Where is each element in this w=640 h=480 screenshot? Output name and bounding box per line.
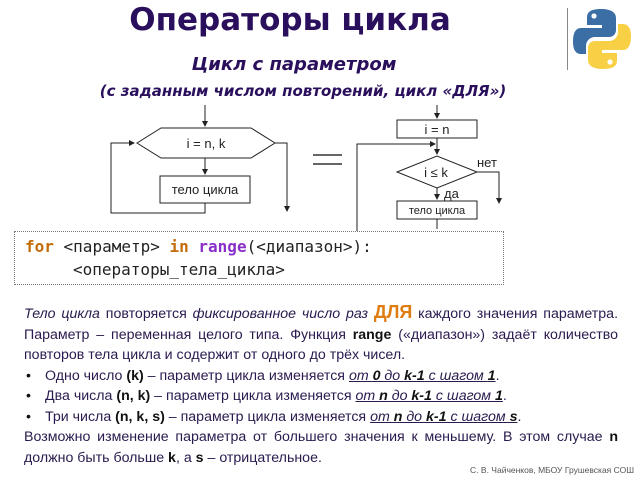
subtitle-description: (с заданным числом повторений, цикл «ДЛЯ… [99, 82, 507, 100]
text-span: от [370, 408, 394, 425]
value: 1 [494, 388, 503, 404]
equals-icon [313, 154, 342, 165]
text-span: до [402, 408, 427, 425]
yes-label: да [444, 186, 460, 201]
range-description: от n до k-1 с шагом s [370, 409, 517, 425]
value: 1 [487, 367, 496, 384]
range-description: от 0 до k-1 с шагом 1 [349, 368, 496, 384]
text-span: – параметр цикла изменяется [164, 408, 371, 425]
code-line-1: for <параметр> in range(<диапазон>): [25, 235, 503, 258]
text-span: – отрицательное. [203, 449, 322, 466]
keyword-for: for [25, 237, 54, 256]
left-body-label: тело цикла [172, 182, 239, 197]
text-span: . [517, 408, 522, 425]
code-range-args: (<диапазон>): [246, 237, 372, 256]
list-item: Два числа (n, k) – параметр цикла изменя… [24, 386, 618, 407]
description-paragraph-2: Возможно изменение параметра от большего… [24, 427, 618, 468]
args: (n, k) [116, 388, 151, 404]
text-span: повторяется [99, 306, 193, 322]
var-s: s [195, 449, 204, 466]
text-span: до [387, 388, 412, 404]
condition-label: i ≤ k [424, 165, 448, 180]
code-param: <параметр> [53, 237, 170, 256]
args: (k) [126, 367, 144, 384]
text-span: («диапазон») задаёт количество повторов … [24, 326, 618, 364]
divider [567, 8, 568, 70]
list-item: Одно число (k) – параметр цикла изменяет… [24, 366, 618, 387]
value: k-1 [426, 408, 447, 425]
right-body-label: тело цикла [409, 205, 466, 217]
text-span: от [348, 367, 373, 384]
subtitle: Цикл с параметром [191, 54, 397, 75]
text-span: Возможно изменение параметра от большего… [24, 429, 610, 445]
init-label: i = n [425, 122, 450, 137]
text-span: с шагом [431, 388, 495, 404]
value: k-1 [411, 388, 432, 404]
value: k-1 [404, 367, 425, 384]
text-span: . [502, 388, 507, 404]
right-flowchart [356, 105, 502, 232]
page-title: Операторы цикла [129, 2, 451, 38]
range-variants-list: Одно число (k) – параметр цикла изменяет… [24, 366, 618, 428]
var-k: k [168, 449, 176, 466]
code-space [189, 237, 199, 256]
var-n: n [609, 429, 618, 445]
italic-term-fixed-count: фиксированное число раз [192, 306, 369, 322]
text-span: Одно число [45, 367, 127, 384]
list-item: Три числа (n, k, s) – параметр цикла изм… [24, 407, 618, 428]
range-description: от n до k-1 с шагом 1 [355, 388, 502, 404]
text-span: Три числа [45, 408, 116, 425]
value: n [393, 408, 403, 425]
text-span: должно быть больше [24, 449, 169, 466]
dlya-highlight: ДЛЯ [373, 302, 413, 322]
code-block: for <параметр> in range(<диапазон>): <оп… [14, 231, 504, 285]
italic-term-loop-body: Тело цикла [24, 306, 100, 322]
keyword-range: range [198, 237, 247, 256]
text-span: , а [175, 449, 196, 466]
text-span: – параметр цикла изменяется [150, 388, 356, 404]
description-text: Тело цикла повторяется фиксированное чис… [24, 302, 618, 468]
author-footer: С. В. Чайченков, МБОУ Грушевская СОШ [470, 465, 634, 475]
code-line-2: <операторы_тела_цикла> [73, 260, 285, 279]
args: (n, k, s) [115, 408, 165, 425]
no-label: нет [477, 155, 497, 170]
text-span: Два числа [45, 388, 117, 404]
flowchart-diagram: i = n, k тело цикла i = n i ≤ k нет да т… [110, 105, 502, 232]
text-span: . [495, 367, 500, 384]
left-flowchart [110, 105, 290, 214]
text-span: до [380, 367, 405, 384]
keyword-in: in [169, 237, 189, 256]
text-span: от [355, 388, 380, 404]
description-paragraph-1: Тело цикла повторяется фиксированное чис… [24, 302, 618, 366]
text-span: с шагом [446, 408, 510, 425]
text-span: с шагом [424, 367, 488, 384]
value: n [379, 388, 388, 404]
range-keyword: range [352, 326, 392, 343]
python-logo-icon [573, 9, 631, 69]
value: 0 [372, 367, 381, 384]
value: s [509, 408, 518, 425]
hex-label: i = n, k [187, 136, 226, 151]
text-span: каждого значения параметра. Параметр – п… [24, 306, 619, 343]
text-span: – параметр цикла изменяется [143, 367, 349, 384]
